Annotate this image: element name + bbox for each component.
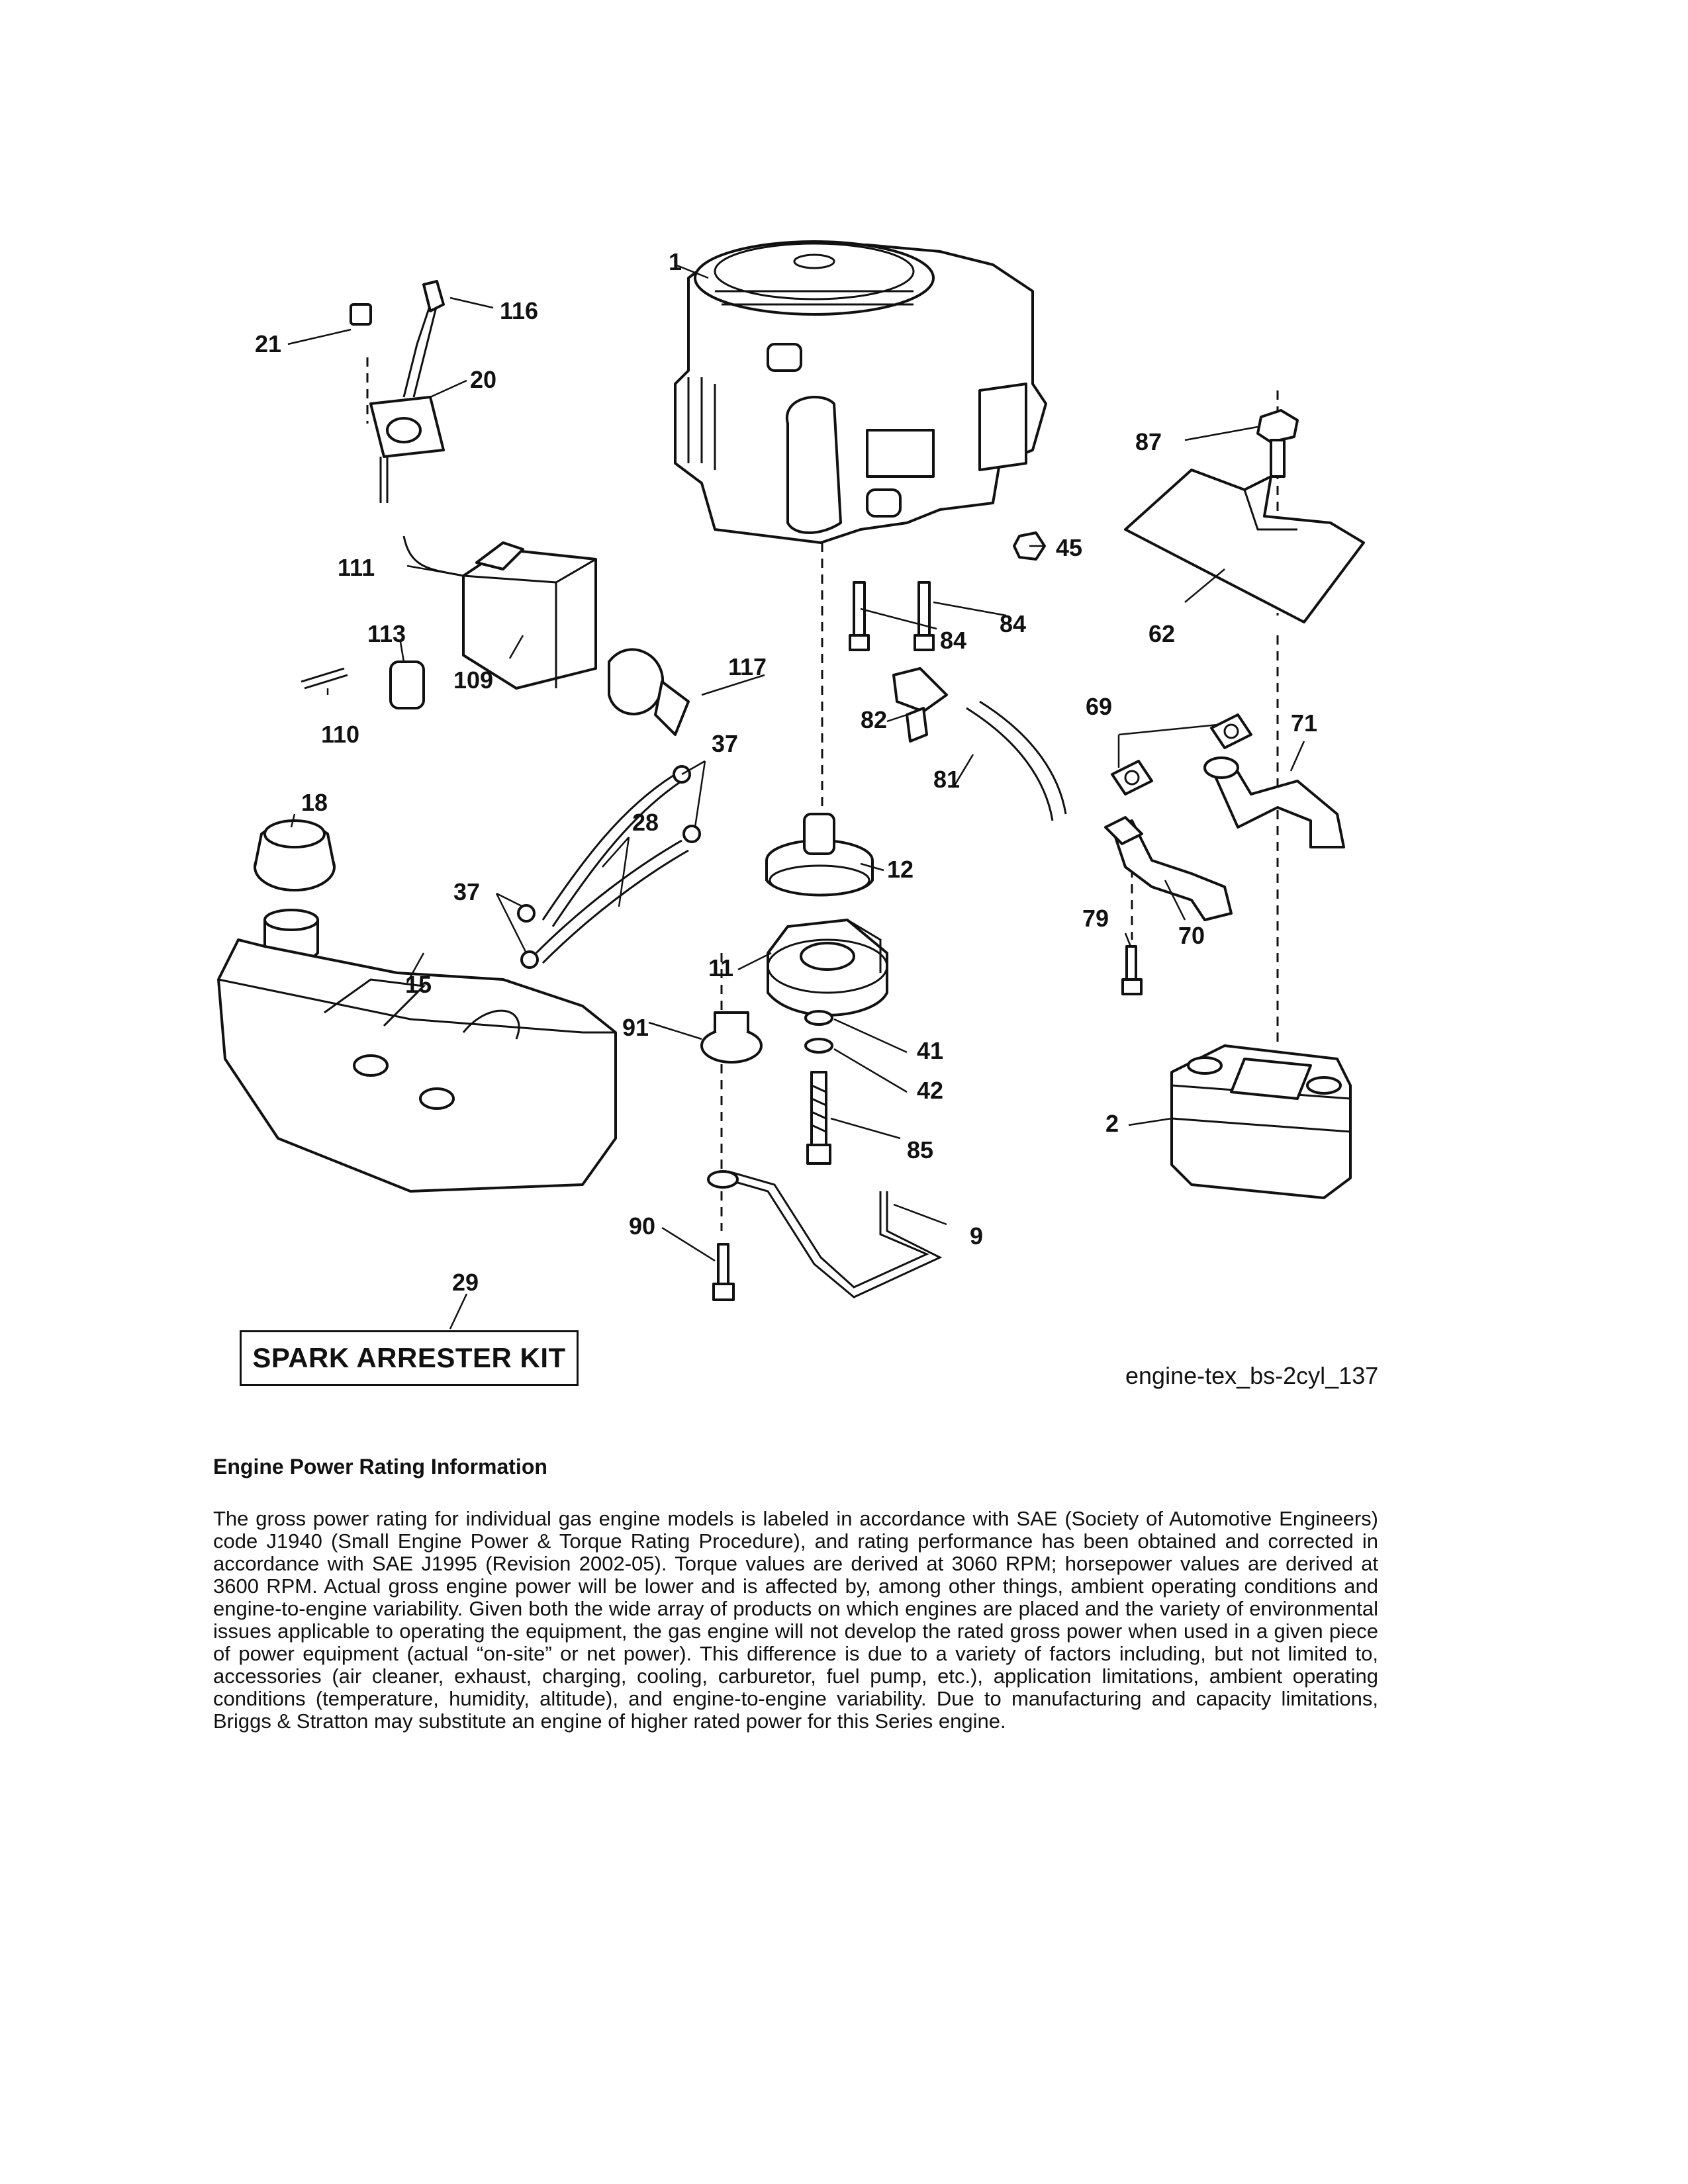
bushing-part bbox=[700, 1011, 763, 1064]
callout-79: 79 bbox=[1082, 905, 1109, 932]
callout-21: 21 bbox=[255, 330, 281, 357]
callout-20: 20 bbox=[470, 366, 496, 393]
spark-arrester-kit-box: SPARK ARRESTER KIT bbox=[240, 1330, 579, 1386]
callout-113: 113 bbox=[367, 620, 406, 647]
callout-18: 18 bbox=[301, 789, 328, 816]
bolt-washer-part bbox=[804, 1010, 833, 1165]
callout-71: 71 bbox=[1291, 709, 1317, 737]
fuel-shutoff-part bbox=[892, 667, 948, 743]
callout-15: 15 bbox=[405, 971, 432, 998]
heat-shield-part bbox=[1124, 469, 1365, 623]
callout-85: 85 bbox=[907, 1136, 933, 1163]
clutch-part bbox=[767, 919, 888, 1017]
diagram-reference-id: engine-tex_bs-2cyl_137 bbox=[1125, 1362, 1379, 1389]
callout-87: 87 bbox=[1135, 428, 1162, 455]
muffler-part bbox=[1170, 1044, 1352, 1199]
callout-110: 110 bbox=[321, 721, 359, 748]
engine-bolts-part bbox=[849, 581, 935, 651]
exhaust-gaskets-part bbox=[1111, 713, 1252, 796]
callout-84b: 84 bbox=[940, 627, 966, 654]
callout-90: 90 bbox=[629, 1212, 655, 1240]
callout-29: 29 bbox=[452, 1269, 479, 1296]
fuel-lines-part bbox=[517, 765, 701, 969]
bolt-87-part bbox=[1256, 409, 1299, 478]
rod-part bbox=[707, 1170, 943, 1298]
exhaust-pipe-70-part bbox=[1104, 816, 1233, 921]
throttle-control-part bbox=[350, 280, 445, 503]
parts-diagram: 1 116 21 20 87 111 45 84 84 62 113 109 1… bbox=[217, 240, 1365, 1330]
callout-45: 45 bbox=[1056, 534, 1082, 561]
callout-2: 2 bbox=[1105, 1110, 1119, 1137]
callout-69: 69 bbox=[1086, 693, 1112, 720]
power-rating-paragraph: The gross power rating for individual ga… bbox=[213, 1507, 1378, 1733]
fuel-pump-part bbox=[608, 648, 690, 736]
callout-109: 109 bbox=[453, 666, 493, 694]
callout-12: 12 bbox=[887, 856, 914, 883]
exhaust-pipe-71-part bbox=[1203, 756, 1345, 848]
callout-82: 82 bbox=[861, 706, 887, 733]
pulley-part bbox=[765, 813, 874, 897]
callout-91: 91 bbox=[622, 1014, 649, 1041]
fuel-line-81-part bbox=[966, 700, 1067, 821]
callout-9: 9 bbox=[970, 1222, 983, 1250]
air-cleaner-part bbox=[301, 535, 597, 709]
callout-81: 81 bbox=[933, 766, 960, 793]
callout-28: 28 bbox=[632, 809, 659, 836]
callout-70: 70 bbox=[1178, 922, 1205, 949]
section-title: Engine Power Rating Information bbox=[213, 1455, 547, 1479]
callout-11: 11 bbox=[708, 954, 733, 981]
bolt-90-part bbox=[712, 1243, 735, 1301]
fuel-tank-part bbox=[217, 819, 617, 1193]
callout-116: 116 bbox=[500, 297, 538, 324]
bolt-79-part bbox=[1121, 945, 1143, 995]
leader-lines bbox=[287, 263, 1305, 1330]
callout-84a: 84 bbox=[1000, 610, 1026, 637]
callout-42: 42 bbox=[917, 1077, 943, 1104]
callout-37b: 37 bbox=[453, 878, 480, 905]
engine-part bbox=[674, 240, 1047, 544]
callout-117: 117 bbox=[728, 653, 767, 680]
spark-arrester-kit-label: SPARK ARRESTER KIT bbox=[252, 1342, 566, 1373]
callout-37a: 37 bbox=[712, 730, 738, 757]
callout-111: 111 bbox=[338, 554, 375, 581]
callout-1: 1 bbox=[669, 248, 682, 275]
callout-62: 62 bbox=[1149, 620, 1175, 647]
callout-41: 41 bbox=[917, 1037, 943, 1064]
